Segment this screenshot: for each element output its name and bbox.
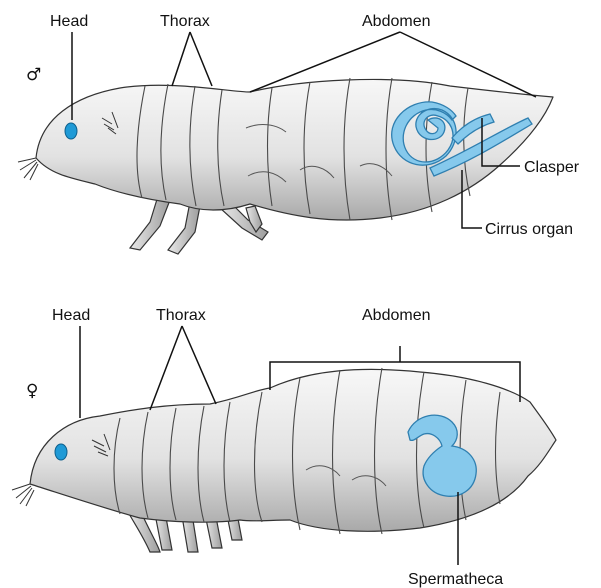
male-symbol: ♂ <box>26 65 41 85</box>
male-eye <box>65 123 77 139</box>
female-symbol: ♀ <box>26 381 38 401</box>
female-eye <box>55 444 67 460</box>
female-head-label: Head <box>52 307 90 324</box>
female-abdomen-label: Abdomen <box>362 307 431 324</box>
male-clasper-label: Clasper <box>524 159 580 176</box>
female-spermatheca-label: Spermatheca <box>408 571 503 588</box>
male-thorax-label: Thorax <box>160 13 210 30</box>
female-thorax-label: Thorax <box>156 307 206 324</box>
female-diagram: ♀ Head Thorax Abdomen Spermatheca <box>12 307 556 588</box>
male-cirrus-label: Cirrus organ <box>485 221 573 238</box>
male-diagram: ♂ Head Thorax Abdomen Clasper Cirrus org… <box>18 13 580 254</box>
male-abdomen-label: Abdomen <box>362 13 431 30</box>
male-head-label: Head <box>50 13 88 30</box>
